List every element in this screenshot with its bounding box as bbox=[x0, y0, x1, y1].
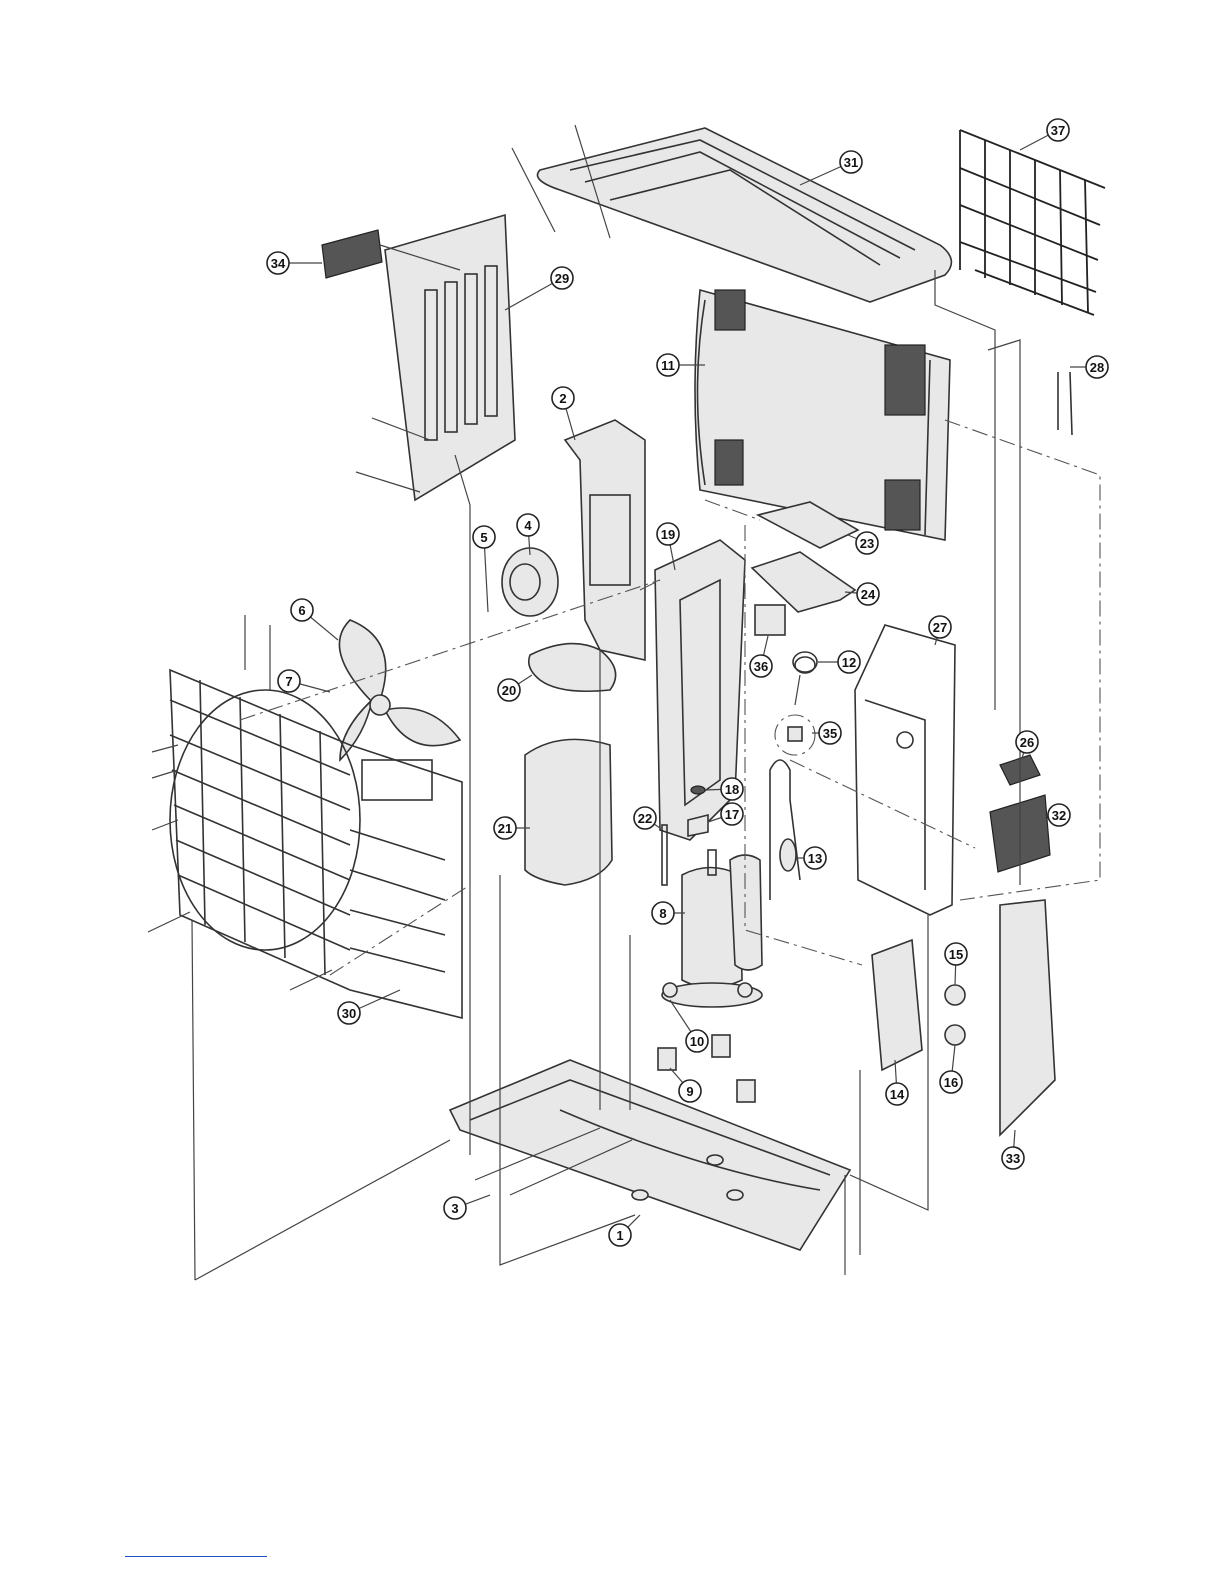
valve-cover bbox=[1000, 900, 1055, 1135]
callout-36: 36 bbox=[750, 636, 772, 677]
callout-number: 3 bbox=[451, 1201, 458, 1216]
callout-number: 15 bbox=[949, 947, 963, 962]
callout-7: 7 bbox=[278, 670, 330, 692]
front-grille-mesh bbox=[170, 680, 360, 975]
callout-3: 3 bbox=[444, 1195, 490, 1219]
callout-13: 13 bbox=[796, 847, 826, 869]
callout-number: 21 bbox=[498, 821, 512, 836]
callout-number: 37 bbox=[1051, 123, 1065, 138]
callout-number: 28 bbox=[1090, 360, 1104, 375]
callout-number: 7 bbox=[285, 674, 292, 689]
callout-number: 12 bbox=[842, 655, 856, 670]
callout-number: 17 bbox=[725, 807, 739, 822]
callout-23: 23 bbox=[848, 532, 878, 554]
callout-number: 14 bbox=[890, 1087, 905, 1102]
coil-spring bbox=[793, 652, 817, 705]
callout-number: 35 bbox=[823, 726, 837, 741]
callout-number: 29 bbox=[555, 271, 569, 286]
reactor bbox=[755, 605, 785, 635]
callout-number: 1 bbox=[616, 1228, 623, 1243]
callout-8: 8 bbox=[652, 902, 685, 924]
valve-assembly bbox=[775, 715, 815, 755]
callout-number: 32 bbox=[1052, 808, 1066, 823]
valve-plate bbox=[872, 940, 922, 1070]
callout-34: 34 bbox=[267, 252, 322, 274]
footnote-rule bbox=[125, 1556, 267, 1557]
callout-number: 11 bbox=[661, 358, 675, 373]
motor-bracket bbox=[565, 420, 645, 660]
callout-number: 18 bbox=[725, 782, 739, 797]
propeller-fan bbox=[339, 620, 460, 760]
callout-number: 5 bbox=[480, 530, 487, 545]
callout-number: 16 bbox=[944, 1075, 958, 1090]
callout-number: 20 bbox=[502, 683, 516, 698]
callout-10: 10 bbox=[670, 1000, 708, 1052]
callout-number: 13 bbox=[808, 851, 822, 866]
callout-22: 22 bbox=[634, 807, 660, 829]
service-valves bbox=[945, 985, 965, 1045]
callout-number: 4 bbox=[524, 518, 532, 533]
top-cover-panel bbox=[512, 125, 951, 302]
callout-29: 29 bbox=[505, 267, 573, 310]
callout-number: 6 bbox=[298, 603, 305, 618]
control-box bbox=[752, 552, 855, 612]
callout-number: 36 bbox=[754, 659, 768, 674]
callout-32: 32 bbox=[1045, 804, 1070, 826]
callout-number: 33 bbox=[1006, 1151, 1020, 1166]
callout-6: 6 bbox=[291, 599, 338, 640]
callout-20: 20 bbox=[498, 675, 532, 701]
right-side-panel bbox=[855, 625, 955, 915]
callout-9: 9 bbox=[670, 1068, 701, 1102]
capillary-tube bbox=[770, 760, 800, 900]
condenser-coil bbox=[695, 290, 950, 540]
callout-number: 34 bbox=[271, 256, 286, 271]
callout-16: 16 bbox=[940, 1045, 962, 1093]
wire-mesh-grille bbox=[960, 130, 1105, 315]
callout-number: 23 bbox=[860, 536, 874, 551]
callout-number: 19 bbox=[661, 527, 675, 542]
callout-number: 30 bbox=[342, 1006, 356, 1021]
callout-37: 37 bbox=[1020, 119, 1069, 150]
callout-number: 10 bbox=[690, 1034, 704, 1049]
callout-33: 33 bbox=[1002, 1130, 1024, 1169]
ground-wire bbox=[1058, 372, 1072, 435]
callout-2: 2 bbox=[552, 387, 575, 440]
callout-15: 15 bbox=[945, 943, 967, 985]
callout-5: 5 bbox=[473, 526, 495, 612]
base-pan bbox=[450, 1060, 850, 1250]
callout-number: 31 bbox=[844, 155, 858, 170]
callout-1: 1 bbox=[609, 1215, 640, 1246]
callout-number: 26 bbox=[1020, 735, 1034, 750]
callout-number: 22 bbox=[638, 811, 652, 826]
callout-number: 27 bbox=[933, 620, 947, 635]
insulation-jacket bbox=[525, 739, 612, 885]
callout-number: 8 bbox=[659, 906, 666, 921]
callout-35: 35 bbox=[812, 722, 841, 744]
callout-26: 26 bbox=[1016, 731, 1038, 758]
callout-28: 28 bbox=[1070, 356, 1108, 378]
callout-number: 24 bbox=[861, 587, 876, 602]
fan-motor bbox=[502, 548, 558, 616]
callout-12: 12 bbox=[818, 651, 860, 673]
callout-number: 9 bbox=[686, 1084, 693, 1099]
callout-number: 2 bbox=[559, 391, 566, 406]
